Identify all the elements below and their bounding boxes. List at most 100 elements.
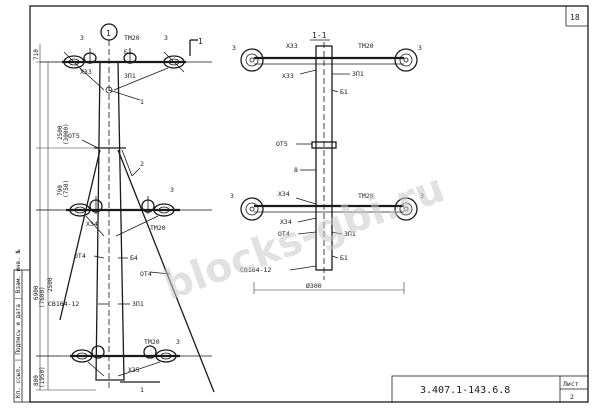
top-label-b1: Б1	[124, 48, 132, 56]
dim-a: 2500	[57, 125, 64, 140]
right-top-insulator-right	[394, 48, 418, 72]
x34b-leader	[297, 217, 317, 223]
low-brace-right	[117, 361, 161, 377]
label-ot4-a: ОТ4	[74, 252, 86, 260]
lower-insulator-lmid	[91, 345, 105, 359]
right-mid-insulator-left	[240, 197, 264, 221]
dim-top: 710	[33, 49, 40, 60]
right-label-ot5: ОТ5	[276, 140, 288, 148]
b1b-leader	[331, 255, 339, 259]
watermark-text: blocks-gbi.ru	[158, 165, 451, 309]
lower-insulator-left	[71, 349, 93, 363]
right-ot5-band	[311, 141, 337, 149]
label-ot4-b: ОТ4	[140, 270, 152, 278]
zp1b-leader	[331, 231, 343, 235]
top-label-zp1: ЗП1	[124, 72, 136, 80]
section-marker-circle	[100, 23, 118, 41]
middle-insulator-left	[69, 203, 91, 217]
mid-label-tm20: ТМ20	[150, 224, 166, 232]
section-cut-label: 1	[198, 37, 203, 46]
document-code: 3.407.1-143.6.8	[420, 385, 510, 396]
right-label-zp1-b: ЗП1	[344, 230, 356, 238]
middle-insulator-lmid	[89, 196, 103, 214]
right-mid-label-3-right: 3	[420, 192, 424, 200]
low-brace-left	[87, 361, 105, 377]
dim-b2: (750)	[63, 180, 70, 198]
sheet-frame	[29, 5, 589, 403]
right-width-dim: Ø300	[306, 282, 322, 290]
top-label-tm20: ТМ20	[124, 34, 140, 42]
ot4-leader	[297, 231, 317, 235]
top-insulator-left	[63, 51, 85, 73]
top-label-3-left: 3	[80, 34, 84, 42]
label-mark-2: 2	[140, 160, 144, 168]
right-label-x34-b: Х34	[280, 218, 292, 226]
right-section-view: 1-1 3 Х33 ТМ20 3 Х33 ЗП1 Б1 ОТ5	[230, 31, 424, 294]
middle-insulator-right	[153, 203, 175, 217]
right-label-ot4: ОТ4	[278, 230, 290, 238]
dim-e2: (1950)	[39, 366, 46, 388]
sheet-number: 18	[570, 13, 580, 22]
low-label-x35: Х35	[128, 366, 140, 374]
ot4b-leader	[149, 271, 171, 275]
dim-b: 790	[57, 185, 64, 196]
dim-d: 2500	[47, 277, 54, 292]
top-brace-right	[113, 67, 169, 91]
dim-c2: (7600)	[39, 286, 46, 308]
b1-leader	[331, 89, 339, 93]
right-label-cb: СВ164-12	[240, 266, 271, 274]
top-label-3-right: 3	[164, 34, 168, 42]
x34-leader	[295, 197, 317, 205]
top-insulator-mid-left	[83, 48, 97, 64]
label-zp1-low: ЗП1	[132, 300, 144, 308]
right-label-x33-b: Х33	[282, 72, 294, 80]
label-ot5: ОТ5	[68, 132, 80, 140]
low-label-tm20: ТМ20	[144, 338, 160, 346]
label-cb: СВ164-12	[48, 300, 79, 308]
lower-insulator-right	[155, 349, 177, 363]
mid-label-3: 3	[170, 186, 174, 194]
left-pole-view: 1 1 3 ТМ20	[33, 23, 215, 394]
mid-brace-right	[115, 215, 159, 237]
format-value: 2	[570, 393, 574, 401]
right-top-label-3-right: 3	[418, 44, 422, 52]
dim-c: 6900	[33, 285, 40, 300]
ot5-leader	[81, 139, 99, 149]
top-clamp	[105, 86, 113, 94]
right-label-zp1: ЗП1	[352, 70, 364, 78]
side-stamp-text: Кп. ссыл. | Подпись и дата | Взам. инв. …	[15, 250, 22, 398]
right-label-b1: Б1	[340, 88, 348, 96]
right-label-x34: Х34	[278, 190, 290, 198]
middle-insulator-rmid	[141, 196, 155, 214]
label-b4: Б4	[130, 254, 138, 262]
right-top-insulator-left	[240, 48, 264, 72]
strut-left	[59, 149, 101, 321]
lower-insulator-rmid	[143, 345, 157, 359]
right-label-b1-b: Б1	[340, 254, 348, 262]
top-label-x33: Х33	[80, 68, 92, 76]
strut-mid	[121, 149, 133, 177]
x33b-leader	[299, 69, 317, 75]
dim-e: 800	[33, 375, 40, 386]
format-label: Лист	[563, 380, 579, 388]
top-insulator-right	[163, 51, 185, 73]
right-top-label-tm20: ТМ20	[358, 42, 374, 50]
top-leader-1	[108, 89, 141, 101]
section-title: 1-1	[312, 31, 327, 40]
low-label-3: 3	[176, 338, 180, 346]
right-mid-label-tm20: ТМ20	[358, 192, 374, 200]
top-label-mark-1: 1	[140, 98, 144, 106]
mark-2-leader	[131, 167, 141, 177]
right-top-label-x33: Х33	[286, 42, 298, 50]
right-mid-insulator-right	[394, 197, 418, 221]
mid-brace-left	[85, 215, 105, 237]
strut-right	[117, 149, 215, 393]
cb-right-leader	[289, 265, 317, 271]
right-mid-label-3-left: 3	[230, 192, 234, 200]
right-top-label-3-left: 3	[232, 44, 236, 52]
left-pole-body	[95, 61, 125, 381]
right-label-mark-8: 8	[294, 166, 298, 174]
ot4a-leader	[93, 255, 105, 259]
